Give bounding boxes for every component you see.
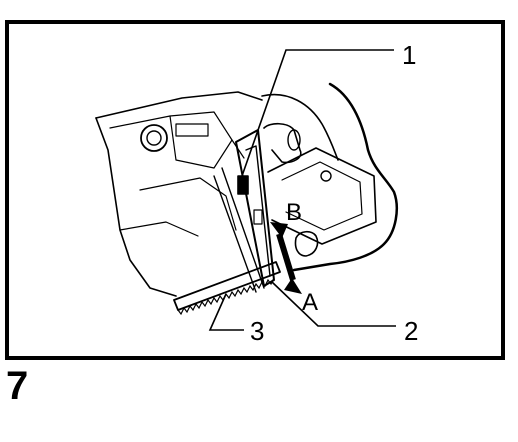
- leader-line-1: [241, 49, 394, 177]
- left-knob-outer: [140, 124, 168, 152]
- figure-border: [5, 20, 505, 360]
- left-knob-inner: [146, 130, 162, 146]
- adjust-knob: [294, 230, 319, 257]
- bracket-slot: [253, 209, 263, 225]
- machine-body-ridge-2: [169, 115, 233, 169]
- arrow-head-down: [284, 278, 302, 294]
- callout-3: 3: [250, 316, 264, 346]
- callout-1: 1: [402, 40, 416, 70]
- machine-body-top: [95, 91, 263, 119]
- housing-outline: [292, 82, 398, 272]
- saw-blade-body: [173, 261, 281, 311]
- machine-body-lower: [119, 177, 237, 237]
- top-cylinder: [263, 122, 302, 164]
- figure-number: 7: [6, 364, 29, 408]
- leader-line-2: [271, 281, 396, 327]
- direction-arrow: [270, 222, 302, 294]
- blade-clamp: [237, 175, 249, 195]
- base-plate: [267, 147, 377, 245]
- leader-line-3: [208, 293, 244, 331]
- blade-holder-front: [245, 145, 271, 277]
- top-cylinder-end: [287, 129, 301, 151]
- label-b: B: [286, 199, 302, 226]
- base-plate-inner: [281, 161, 363, 231]
- housing-inner-curve: [261, 93, 339, 161]
- machine-body-front: [95, 117, 177, 297]
- callout-2: 2: [404, 316, 418, 346]
- body-slot: [175, 123, 209, 137]
- blade-holder-bracket: [235, 129, 275, 287]
- arrow-head-up: [270, 222, 288, 238]
- base-hole: [320, 170, 332, 182]
- saw-blade-teeth: [177, 277, 275, 316]
- machine-body-ridge: [109, 111, 245, 159]
- figure-illustration: 1 2 3 B A: [5, 20, 505, 360]
- label-a: A: [302, 289, 318, 316]
